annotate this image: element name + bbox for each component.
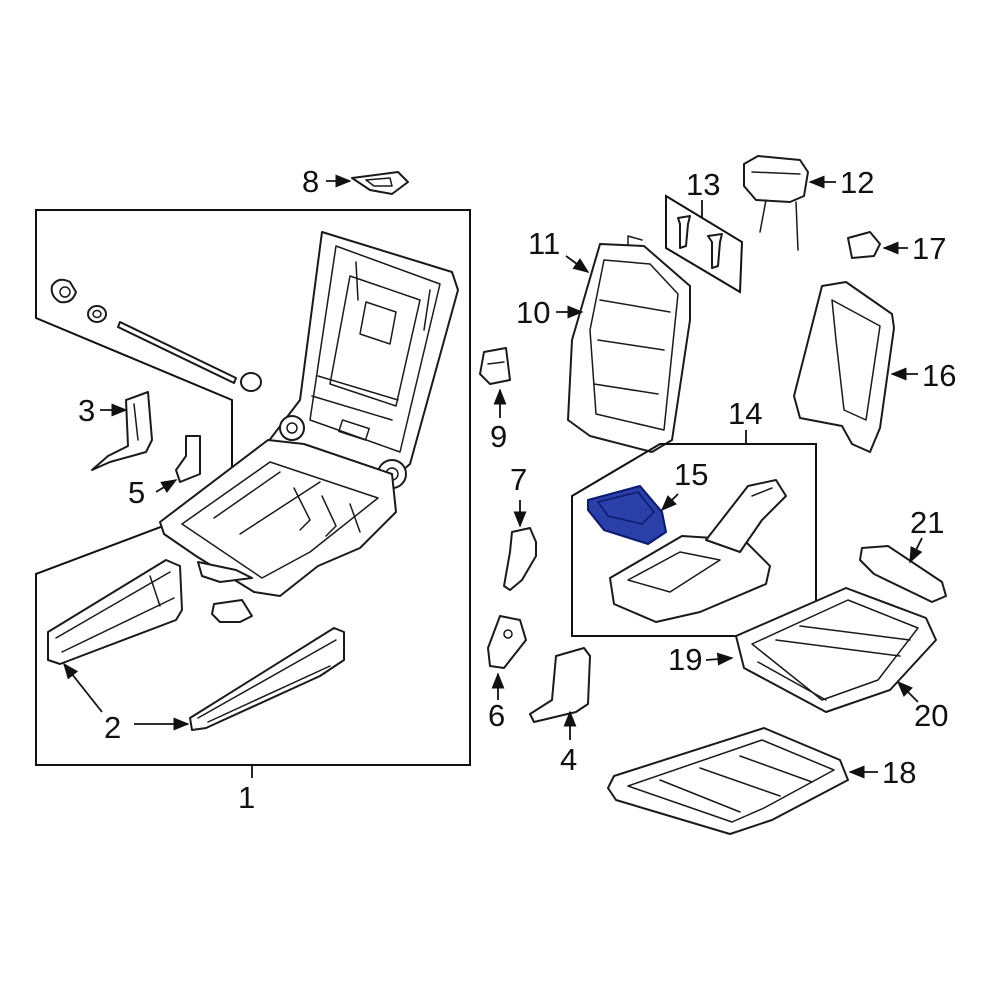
armrest-pad-21 <box>859 545 947 603</box>
trim-8 <box>351 171 409 195</box>
callout-13[interactable]: 13 <box>686 167 720 202</box>
back-panel-16 <box>793 281 895 453</box>
callout-20-leader <box>896 680 919 703</box>
callout-3[interactable]: 3 <box>78 393 95 428</box>
callout-5[interactable]: 5 <box>128 475 145 510</box>
callout-9[interactable]: 9 <box>490 419 507 454</box>
seat-track-upper <box>47 559 183 665</box>
seat-frame-assembly-box <box>35 209 471 766</box>
trim-4 <box>529 647 591 723</box>
callout-16[interactable]: 16 <box>922 358 956 393</box>
callout-17[interactable]: 17 <box>912 231 946 266</box>
callout-2-leader-a <box>62 662 103 713</box>
callout-20[interactable]: 20 <box>914 698 948 733</box>
latch-9 <box>479 347 511 385</box>
callout-5-leader <box>155 479 178 494</box>
callout-4[interactable]: 4 <box>560 742 577 777</box>
callout-1[interactable]: 1 <box>238 780 255 815</box>
headrest-12 <box>743 155 809 251</box>
headrest-guides <box>677 215 723 269</box>
callout-14[interactable]: 14 <box>728 396 762 431</box>
cushion-frame-18 <box>607 727 849 835</box>
seat-cushion-cover <box>735 587 937 713</box>
seat-cushion-frame <box>159 439 397 597</box>
bracket-6 <box>487 615 527 669</box>
callout-12[interactable]: 12 <box>840 165 874 200</box>
callout-21[interactable]: 21 <box>910 505 944 540</box>
cup-holder-insert-15[interactable] <box>587 485 667 545</box>
callout-13-box <box>665 194 744 294</box>
callout-2[interactable]: 2 <box>104 710 121 745</box>
callout-11[interactable]: 11 <box>528 226 560 261</box>
callout-18[interactable]: 18 <box>882 755 916 790</box>
callout-19-leader <box>705 652 734 666</box>
callout-11-leader <box>565 255 590 273</box>
bracket-5 <box>175 435 201 483</box>
callout-7[interactable]: 7 <box>510 462 527 497</box>
seat-back-cover <box>567 235 691 453</box>
callout-15-leader <box>660 493 679 512</box>
track-bracket <box>211 599 253 623</box>
armrest-body <box>609 479 787 623</box>
callout-10[interactable]: 10 <box>516 295 550 330</box>
bracket-3 <box>91 391 153 471</box>
clip-17 <box>847 231 881 259</box>
callout-21-leader <box>909 537 923 564</box>
callout-8[interactable]: 8 <box>302 164 319 199</box>
callout-15[interactable]: 15 <box>674 457 708 492</box>
seat-track-lower <box>189 627 345 731</box>
trim-7 <box>503 527 537 591</box>
armrest-assembly-box <box>571 443 817 637</box>
callout-6[interactable]: 6 <box>488 698 505 733</box>
recliner-hardware <box>50 278 262 392</box>
callout-19[interactable]: 19 <box>668 642 702 677</box>
